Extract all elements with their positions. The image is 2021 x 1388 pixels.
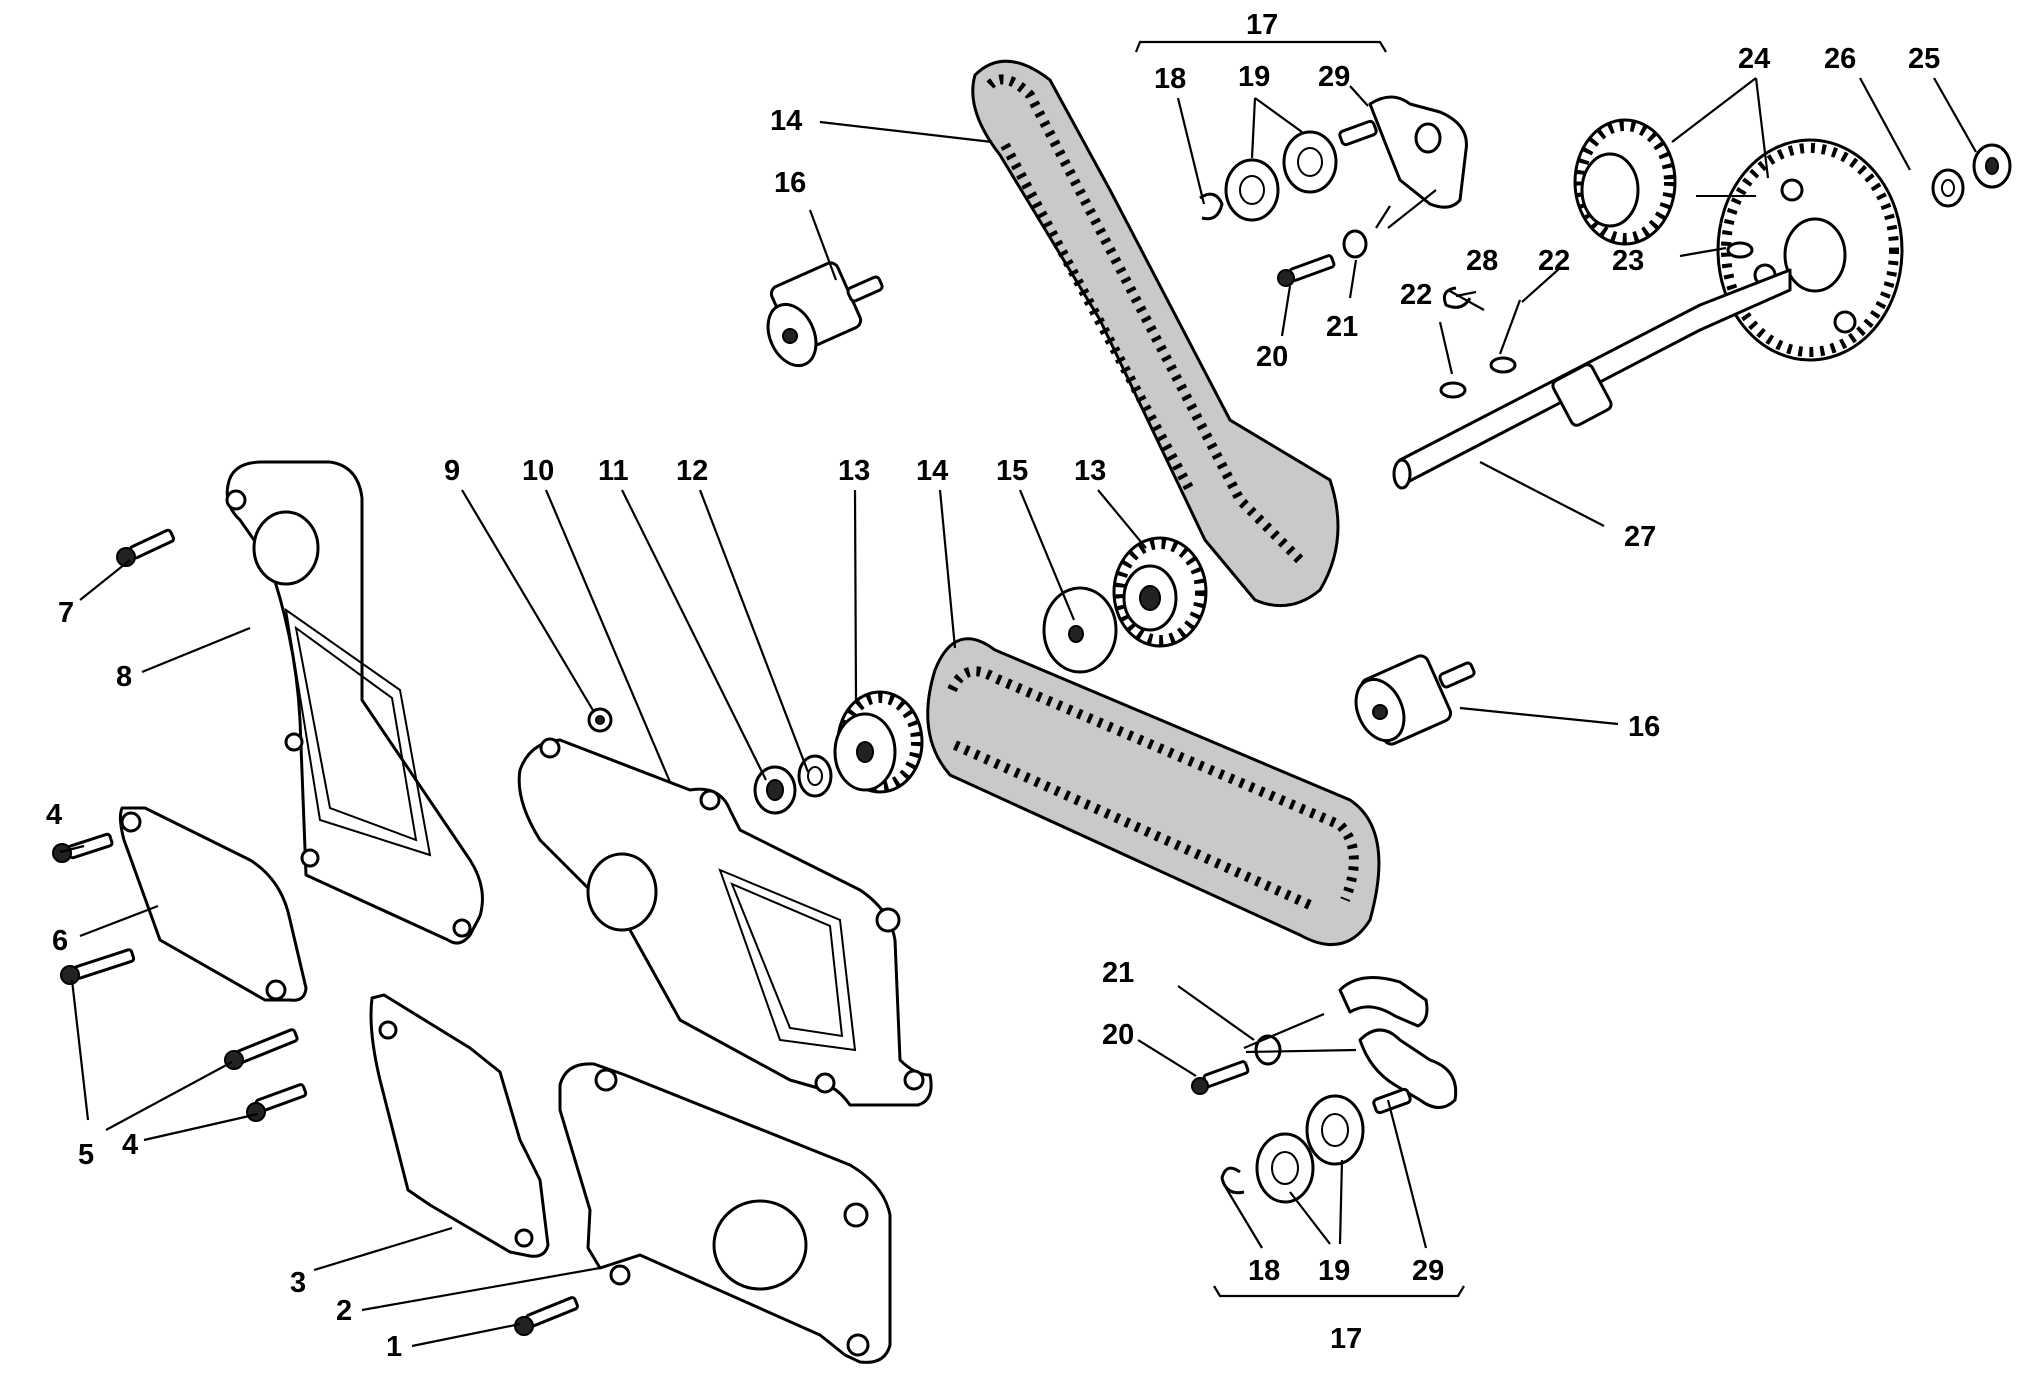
callout-8: 8	[116, 661, 132, 693]
part-29-bracket-upper	[1338, 95, 1468, 209]
callout-22-left: 22	[1400, 279, 1432, 311]
callout-17-lower: 17	[1330, 1323, 1362, 1355]
callout-13-upper: 13	[1074, 455, 1106, 487]
callout-15: 15	[996, 455, 1028, 487]
callout-18-upper: 18	[1154, 63, 1186, 95]
callout-19-upper: 19	[1238, 61, 1270, 93]
part-21-washer-upper	[1342, 229, 1368, 259]
part-14-lower-belt	[926, 637, 1381, 947]
part-19-bearings-upper	[1224, 130, 1338, 222]
callout-16-lower: 16	[1628, 711, 1660, 743]
part-5-screw-left	[60, 948, 136, 985]
callout-12: 12	[676, 455, 708, 487]
part-13-upper-pulley	[1112, 536, 1208, 648]
callout-10: 10	[522, 455, 554, 487]
part-8-rear-plate	[225, 460, 484, 945]
part-1-screw	[514, 1296, 579, 1336]
callout-4-upper: 4	[46, 799, 62, 831]
part-23-key	[1726, 241, 1754, 259]
part-12-washer	[797, 754, 833, 798]
part-16-tensioner-lower	[1354, 654, 1476, 746]
callout-24: 24	[1738, 43, 1770, 75]
callout-17-upper: 17	[1246, 9, 1278, 41]
part-13-lower-pulley	[833, 690, 924, 794]
part-7-screw	[116, 528, 175, 567]
callout-14-lower: 14	[916, 455, 948, 487]
callout-6: 6	[52, 925, 68, 957]
callout-11: 11	[598, 455, 629, 487]
part-4-screw-upper	[52, 832, 114, 863]
callout-29-lower: 29	[1412, 1255, 1444, 1287]
callout-18-lower: 18	[1248, 1255, 1280, 1287]
part-9-washer	[587, 707, 613, 733]
part-24-small-gear	[1573, 118, 1677, 246]
part-11-nut	[753, 765, 797, 815]
callout-22-right: 22	[1538, 245, 1570, 277]
part-5-screw-lower	[224, 1028, 299, 1070]
part-18-circlip-upper	[1199, 192, 1224, 221]
callout-20-lower: 20	[1102, 1019, 1134, 1051]
part-4-screw-lower	[246, 1083, 308, 1122]
part-22-keys	[1439, 356, 1517, 399]
part-3-gasket-plate	[369, 993, 550, 1258]
part-6-small-cover	[118, 806, 308, 1002]
part-10-middle-plate	[517, 737, 933, 1107]
part-27-camshaft	[1392, 268, 1792, 490]
callout-23: 23	[1612, 245, 1644, 277]
leader-lines	[59, 40, 1977, 1348]
callout-2: 2	[336, 1295, 352, 1327]
part-16-tensioner-upper	[766, 261, 884, 368]
callout-29-upper: 29	[1318, 61, 1350, 93]
part-15-washer	[1042, 586, 1118, 674]
callout-21-lower: 21	[1102, 957, 1134, 989]
callout-3: 3	[290, 1267, 306, 1299]
callout-20-upper: 20	[1256, 341, 1288, 373]
callout-13-lower: 13	[838, 455, 870, 487]
callout-7: 7	[58, 597, 74, 629]
part-19-bearings-lower	[1255, 1094, 1365, 1204]
callout-4-lower: 4	[122, 1129, 138, 1161]
callout-5: 5	[78, 1139, 94, 1171]
callout-27: 27	[1624, 521, 1656, 553]
callout-1: 1	[386, 1331, 402, 1363]
part-14-upper-belt	[971, 59, 1340, 608]
part-26-washer	[1931, 168, 1965, 208]
part-20-screw-upper	[1277, 254, 1336, 287]
callout-25: 25	[1908, 43, 1940, 75]
part-18-circlip-lower	[1220, 1166, 1245, 1195]
callout-labels: 1 2 3 4 4 5 6 7 8 9 10 11 12 13 14 15 13…	[46, 9, 1940, 1363]
part-25-nut	[1972, 143, 2012, 189]
callout-28: 28	[1466, 245, 1498, 277]
part-20-screw-lower	[1191, 1060, 1250, 1095]
callout-26: 26	[1824, 43, 1856, 75]
callout-14-upper: 14	[770, 105, 802, 137]
part-21-washer-lower	[1254, 1034, 1282, 1066]
callout-9: 9	[444, 455, 460, 487]
callout-19-lower: 19	[1318, 1255, 1350, 1287]
part-2-front-cover	[558, 1062, 892, 1364]
callout-16-upper: 16	[774, 167, 806, 199]
callout-21-upper: 21	[1326, 311, 1358, 343]
part-29-bracket-lower	[1338, 976, 1458, 1115]
